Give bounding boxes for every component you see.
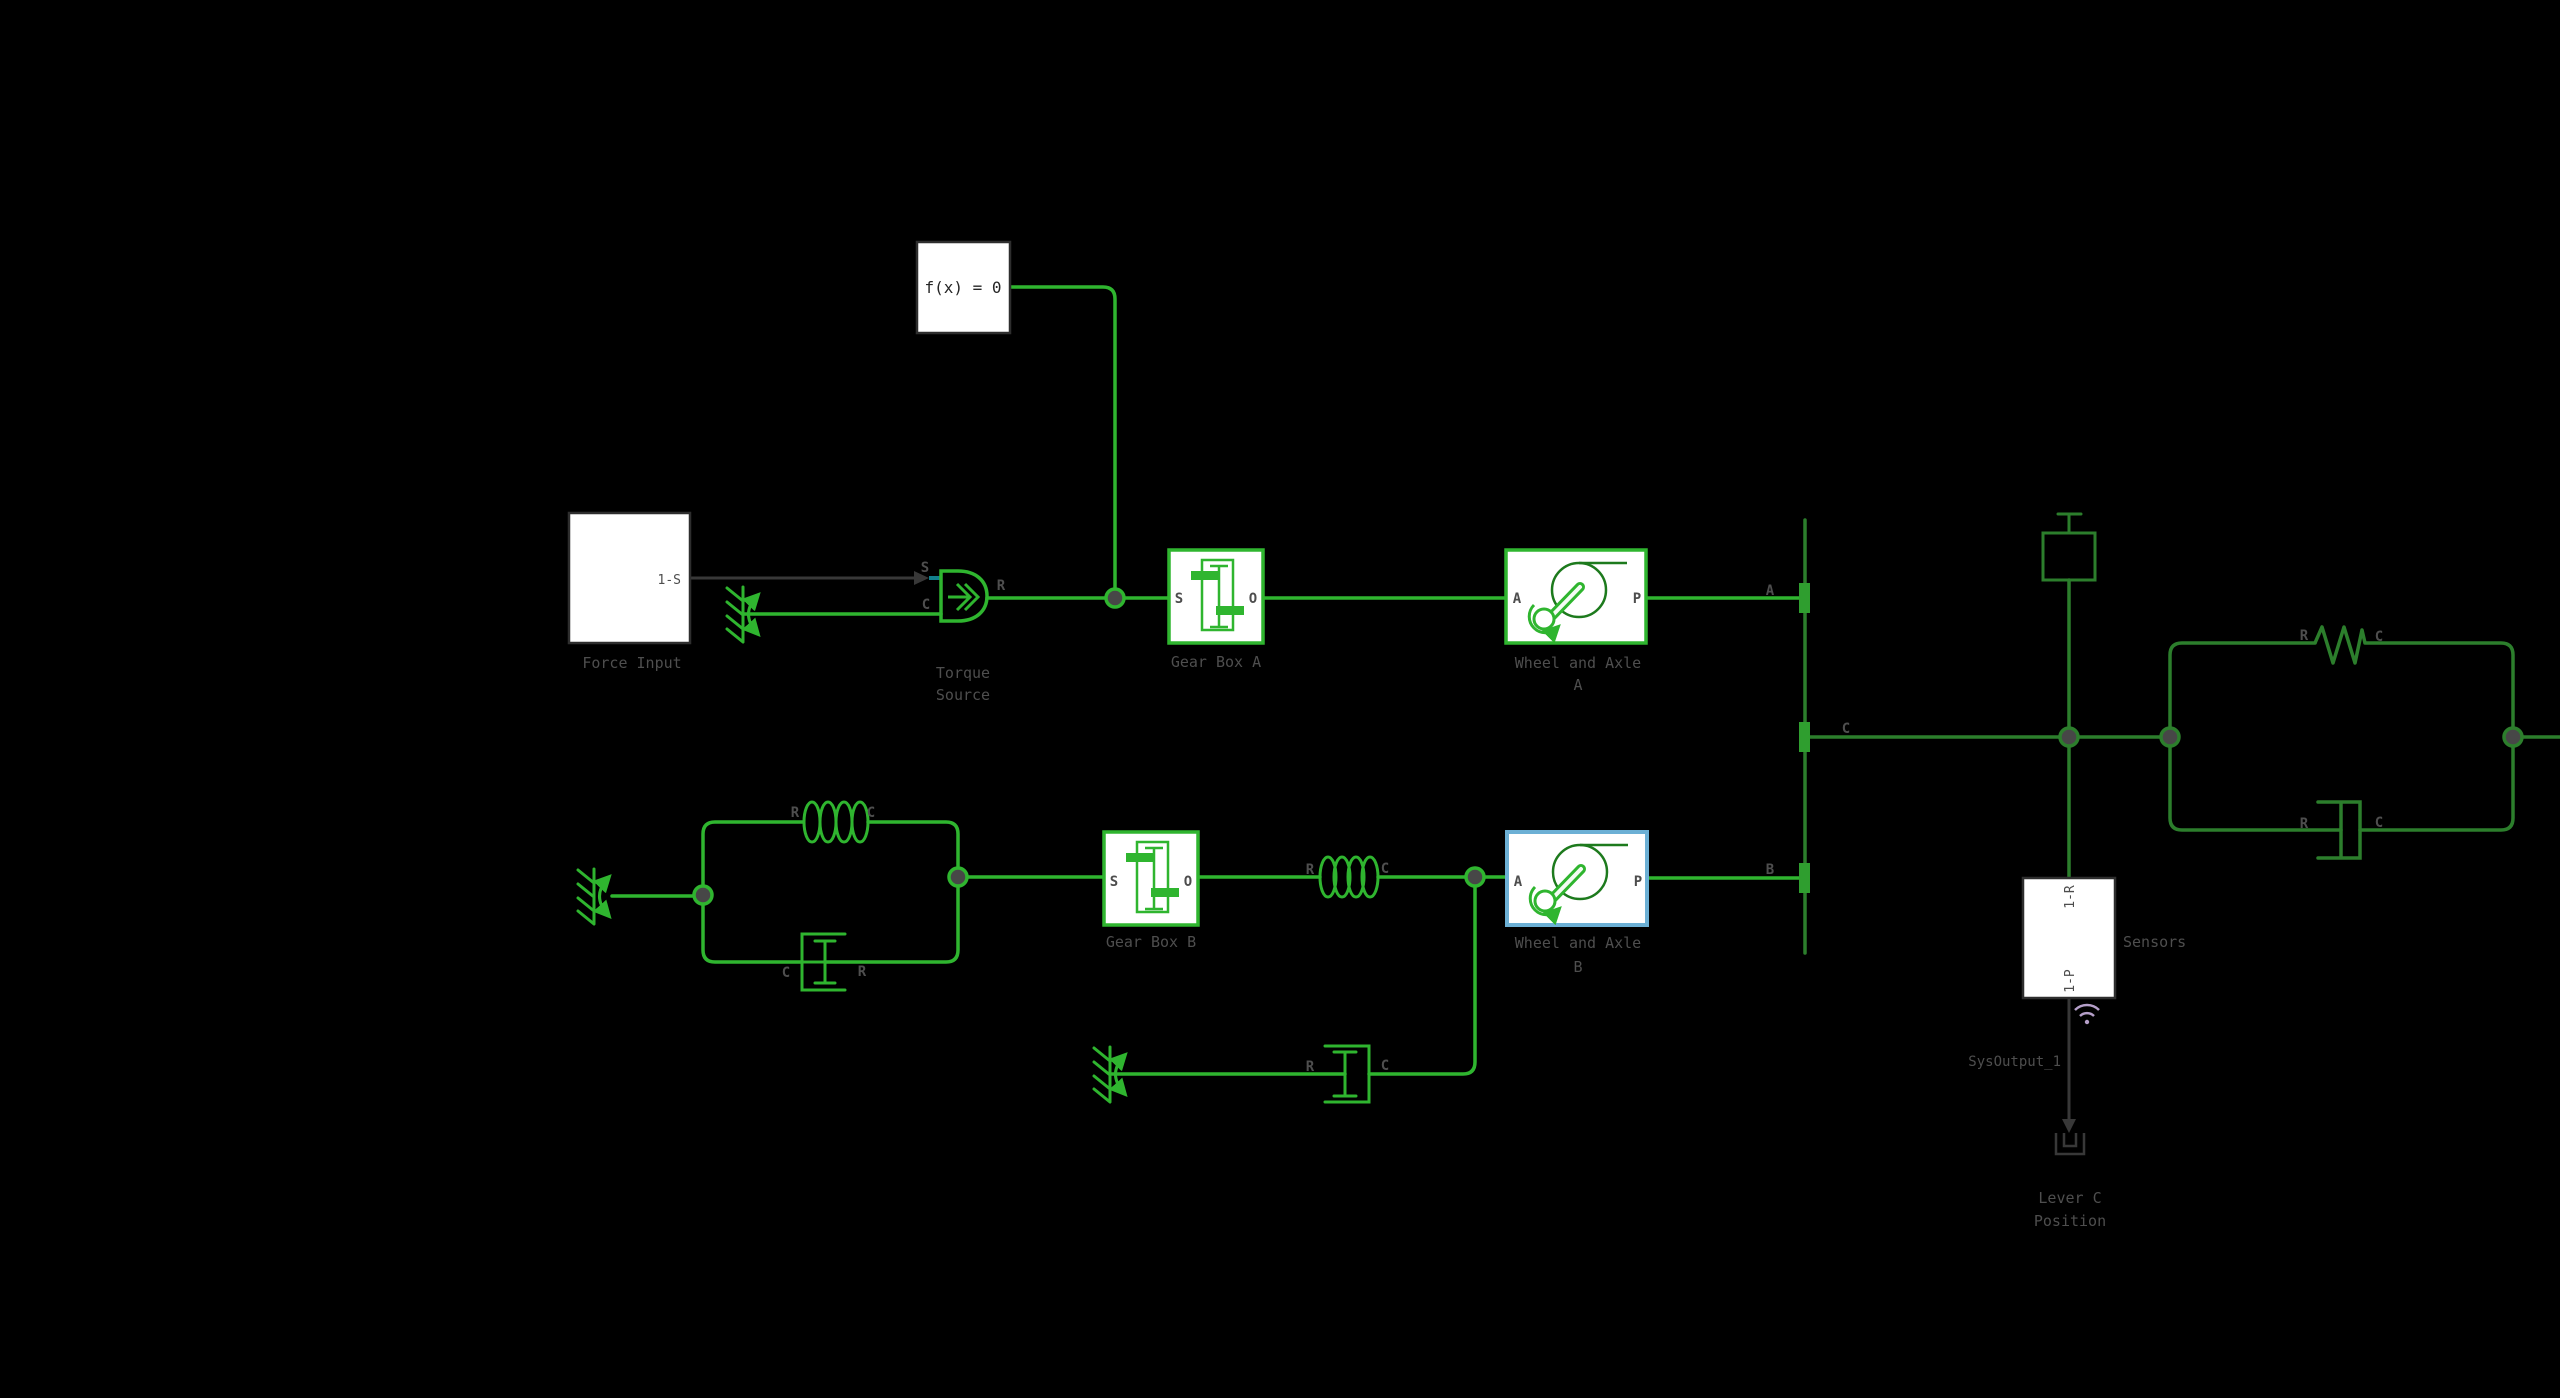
scope-label-1: Lever C bbox=[2038, 1189, 2101, 1207]
torque-source-icon bbox=[948, 582, 981, 612]
damper-right-port-c: C bbox=[2375, 815, 2383, 831]
node-mass-junction bbox=[2058, 726, 2080, 748]
gear-box-b-label: Gear Box B bbox=[1106, 933, 1196, 951]
signal-arrowhead-down bbox=[2062, 1119, 2076, 1133]
translational-spring-right[interactable] bbox=[2313, 625, 2367, 665]
loop-right-bottomright[interactable] bbox=[2358, 735, 2515, 832]
lever-label-a: A bbox=[1766, 583, 1775, 599]
rotational-spring-left[interactable] bbox=[802, 800, 870, 844]
rotational-damper-left[interactable] bbox=[800, 932, 847, 992]
signal-name-label: SysOutput_1 bbox=[1968, 1054, 2061, 1070]
sensors-block[interactable]: 1-R 1-P bbox=[2021, 876, 2117, 1000]
lever-ports bbox=[1799, 583, 1810, 893]
wheel-axle-a-label-2: A bbox=[1573, 676, 1582, 694]
sensors-port-top: 1-R bbox=[2063, 885, 2078, 909]
solver-text: f(x) = 0 bbox=[924, 278, 1001, 297]
damper-left-port-c: C bbox=[782, 965, 790, 981]
spring-left-port-c: C bbox=[867, 805, 875, 821]
mass-block[interactable] bbox=[2041, 512, 2097, 582]
damper-bottom-port-r: R bbox=[1306, 1059, 1315, 1075]
rotational-spring-mid[interactable] bbox=[1318, 855, 1380, 899]
torque-source-label-2: Source bbox=[936, 686, 990, 704]
wire-branch-down[interactable] bbox=[1367, 875, 1477, 1076]
wireless-log-icon bbox=[2074, 1003, 2100, 1025]
wheel-axle-b-label-2: B bbox=[1573, 958, 1582, 976]
wheel-axle-b-block[interactable]: A P bbox=[1505, 830, 1649, 927]
damper-bottom-port-c: C bbox=[1381, 1058, 1389, 1074]
loop-left-bottomright[interactable] bbox=[823, 875, 960, 964]
wheel-axle-b-port-a: A bbox=[1514, 874, 1523, 890]
scope-sink[interactable] bbox=[2054, 1133, 2086, 1156]
signal-lines bbox=[690, 576, 2071, 1119]
loop-left-topright[interactable] bbox=[866, 820, 960, 879]
sensors-label: Sensors bbox=[2123, 933, 2186, 951]
spring-right-port-c: C bbox=[2375, 629, 2383, 645]
damper-right-port-r: R bbox=[2300, 816, 2309, 832]
node-wheelB-branch bbox=[1464, 866, 1486, 888]
gear-box-b-block[interactable]: S O bbox=[1102, 830, 1200, 927]
lever-port-B[interactable] bbox=[1799, 863, 1810, 893]
wheel-axle-a-label-1: Wheel and Axle bbox=[1515, 654, 1641, 672]
lever-port-A[interactable] bbox=[1799, 583, 1810, 613]
force-input-port-label: 1-S bbox=[658, 573, 681, 588]
wheel-axle-a-port-p: P bbox=[1633, 591, 1641, 607]
sensors-port-bottom: 1-P bbox=[2063, 969, 2078, 993]
gear-box-b-port-o: O bbox=[1184, 874, 1192, 890]
signal-arrowhead-right bbox=[914, 571, 929, 585]
wheel-axle-b-port-p: P bbox=[1634, 874, 1642, 890]
torque-source-port-c: C bbox=[922, 597, 930, 613]
rotational-damper-bottom[interactable] bbox=[1323, 1044, 1371, 1104]
torque-source-port-r: R bbox=[997, 578, 1006, 594]
lever-label-b: B bbox=[1766, 862, 1774, 878]
wheel-axle-a-block[interactable]: A P bbox=[1504, 548, 1648, 645]
lever-port-C[interactable] bbox=[1799, 722, 1810, 752]
gear-box-a-label: Gear Box A bbox=[1171, 653, 1261, 671]
loop-left-bottomleft[interactable] bbox=[701, 893, 804, 964]
torque-source-block[interactable] bbox=[939, 569, 989, 623]
node-solver-junction bbox=[1104, 587, 1126, 609]
node-loop-left bbox=[692, 884, 714, 906]
lever-label-c: C bbox=[1842, 721, 1850, 737]
wheel-axle-b-label-1: Wheel and Axle bbox=[1515, 934, 1641, 952]
spring-right-port-r: R bbox=[2300, 628, 2309, 644]
spring-mid-port-r: R bbox=[1306, 862, 1315, 878]
loop-right-bottomleft[interactable] bbox=[2168, 735, 2343, 832]
node-loop-right bbox=[947, 866, 969, 888]
loop-right-top[interactable] bbox=[2168, 641, 2317, 739]
loop-right-topright[interactable] bbox=[2363, 641, 2515, 739]
junction-nodes bbox=[692, 587, 2524, 906]
wheel-axle-a-port-a: A bbox=[1513, 591, 1522, 607]
force-input-label: Force Input bbox=[582, 654, 681, 672]
scope-label-2: Position bbox=[2034, 1212, 2106, 1230]
translational-damper-right[interactable] bbox=[2316, 800, 2362, 860]
gear-box-a-port-s: S bbox=[1175, 591, 1183, 607]
torque-source-label-1: Torque bbox=[936, 664, 990, 682]
damper-left-port-r: R bbox=[858, 964, 867, 980]
solver-block[interactable]: f(x) = 0 bbox=[915, 240, 1012, 335]
spring-mid-port-c: C bbox=[1381, 861, 1389, 877]
gear-box-a-port-o: O bbox=[1249, 591, 1257, 607]
spring-left-port-r: R bbox=[791, 805, 800, 821]
gear-box-a-block[interactable]: S O bbox=[1167, 548, 1265, 645]
torque-source-port-s: S bbox=[921, 560, 929, 576]
gear-box-b-port-s: S bbox=[1110, 874, 1118, 890]
node-right-loop-left bbox=[2159, 726, 2181, 748]
force-input-block[interactable]: 1-S bbox=[567, 511, 692, 645]
node-right-loop-right bbox=[2502, 726, 2524, 748]
loop-left-top[interactable] bbox=[701, 820, 805, 897]
wire-solver-to-shaft[interactable] bbox=[1008, 285, 1117, 600]
